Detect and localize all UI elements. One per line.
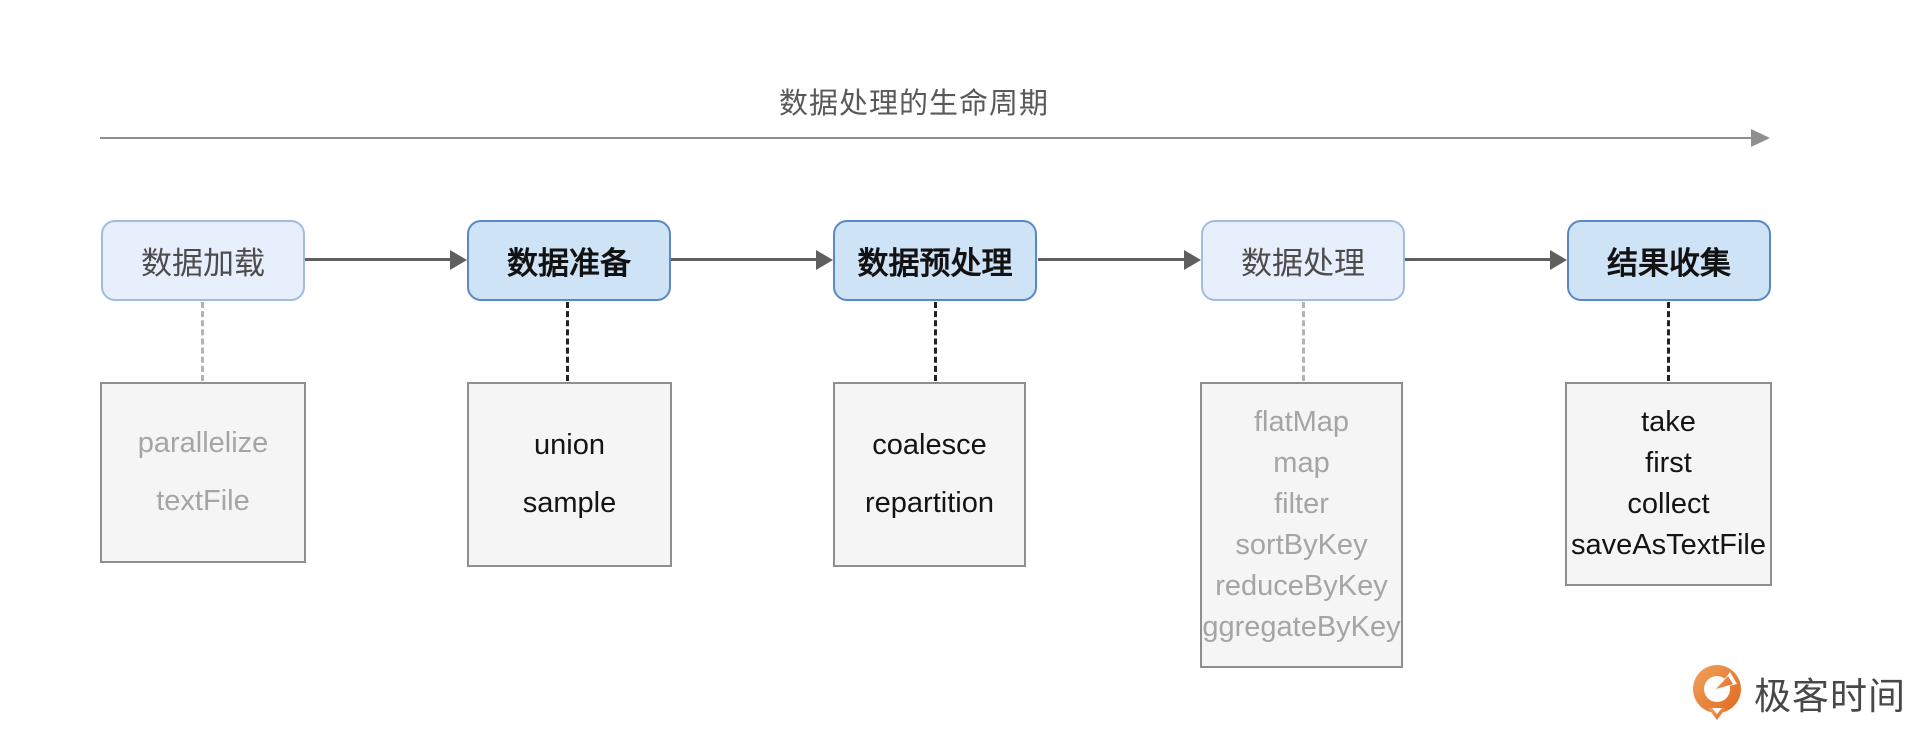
- ops-box-data-preparation: union sample: [467, 382, 672, 567]
- op-label: filter: [1274, 488, 1329, 520]
- stage-box-data-loading: 数据加载: [101, 220, 305, 301]
- geektime-logo-icon: [1693, 665, 1741, 720]
- stage-box-result-collection: 结果收集: [1567, 220, 1771, 301]
- op-label: sortByKey: [1235, 529, 1368, 561]
- brand-logo: 极客时间: [1690, 664, 1906, 722]
- op-label: saveAsTextFile: [1570, 529, 1766, 561]
- stage-arrow-4: [1405, 249, 1567, 270]
- dashed-connector-2: [566, 302, 569, 381]
- op-label: ggregateByKey: [1202, 611, 1401, 643]
- op-label: textFile: [156, 485, 250, 517]
- op-label: take: [1641, 406, 1696, 438]
- op-label: first: [1645, 447, 1692, 479]
- op-label: collect: [1627, 488, 1710, 520]
- op-label: repartition: [865, 487, 994, 519]
- dashed-connector-3: [934, 302, 937, 381]
- op-label: flatMap: [1253, 406, 1350, 438]
- op-label: union: [534, 429, 605, 461]
- dashed-connector-5: [1667, 302, 1670, 381]
- ops-box-data-processing: flatMap map filter sortByKey reduceByKey…: [1200, 382, 1403, 668]
- op-label: sample: [522, 487, 617, 519]
- op-label: reduceByKey: [1215, 570, 1388, 602]
- op-label: parallelize: [137, 427, 269, 459]
- arrow-head-icon: [1184, 249, 1201, 270]
- ops-box-data-loading: parallelize textFile: [100, 382, 306, 563]
- dashed-connector-1: [201, 302, 204, 381]
- stage-box-data-preprocessing: 数据预处理: [833, 220, 1037, 301]
- ops-box-result-collection: take first collect saveAsTextFile: [1565, 382, 1772, 586]
- stage-box-data-preparation: 数据准备: [467, 220, 671, 301]
- diagram-title: 数据处理的生命周期: [778, 88, 1049, 120]
- op-label: coalesce: [872, 429, 987, 461]
- arrow-head-icon: [816, 249, 833, 270]
- arrow-head-icon: [1550, 249, 1567, 270]
- arrow-head-icon: [1751, 129, 1770, 147]
- stage-arrow-1: [305, 249, 467, 270]
- ops-box-data-preprocessing: coalesce repartition: [833, 382, 1026, 567]
- stage-box-data-processing: 数据处理: [1201, 220, 1405, 301]
- op-label: map: [1273, 447, 1330, 479]
- stage-arrow-3: [1038, 249, 1201, 270]
- lifecycle-arrow: [100, 129, 1770, 147]
- stage-arrow-2: [671, 249, 833, 270]
- brand-logo-text: 极客时间: [1754, 676, 1906, 717]
- arrow-head-icon: [450, 249, 467, 270]
- dashed-connector-4: [1302, 302, 1305, 381]
